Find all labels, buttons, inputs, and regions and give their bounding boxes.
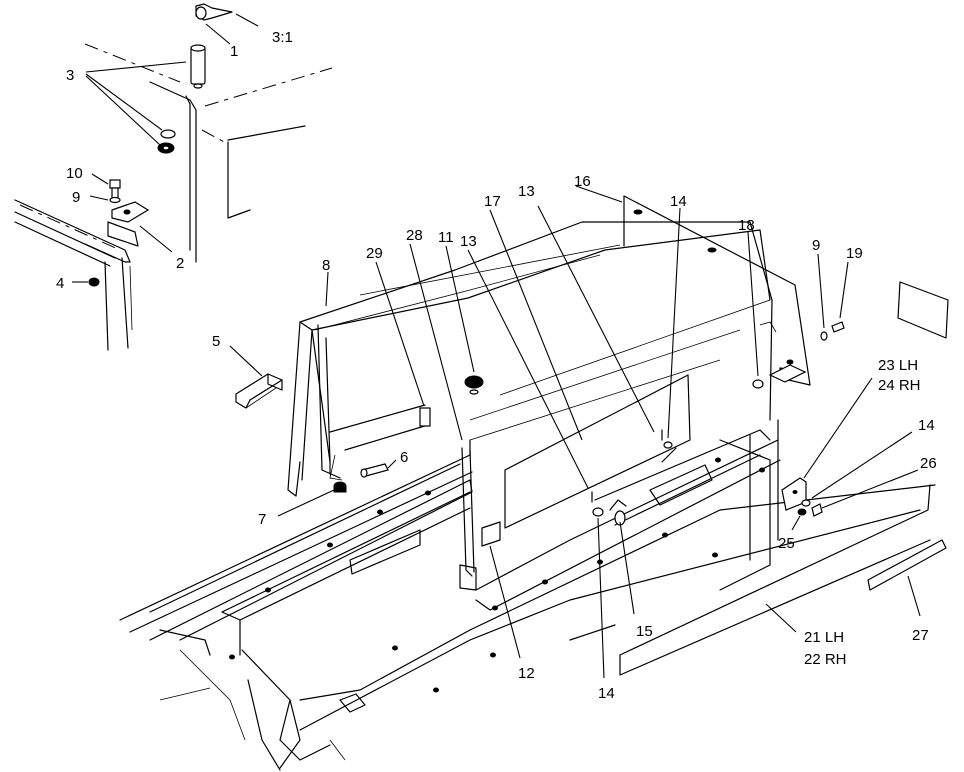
part-4-nut <box>88 277 100 287</box>
part-11-plug <box>464 375 484 395</box>
part-9-washer-right <box>820 331 828 341</box>
part-29-bumper <box>419 407 431 427</box>
decal-panels <box>481 281 949 547</box>
callout-16: 16 <box>574 173 591 190</box>
part-3-washers <box>157 129 176 154</box>
part-18-nut <box>752 379 764 389</box>
part-1-latch-pin <box>190 3 233 89</box>
callout-14-right: 14 <box>918 417 935 434</box>
chassis-frame <box>119 419 936 771</box>
callout-14-top: 14 <box>670 193 687 210</box>
callout-3-1: 3:1 <box>272 29 293 46</box>
callout-9-right: 9 <box>812 237 820 254</box>
callout-14-bottom: 14 <box>598 685 615 702</box>
part-19-bolt <box>831 321 845 333</box>
part-23-24-bracket <box>781 477 807 511</box>
part-8-hood <box>287 221 773 497</box>
part-13-latch-bolt-upper <box>661 429 677 463</box>
part-21-22-side-trim <box>619 484 931 676</box>
callout-28: 28 <box>406 227 423 244</box>
callout-24-rh: 24 RH <box>878 377 921 394</box>
callout-12: 12 <box>518 665 535 682</box>
part-28-seal <box>459 447 477 591</box>
callout-17: 17 <box>484 193 501 210</box>
callout-11: 11 <box>438 229 454 246</box>
callout-5: 5 <box>212 333 220 350</box>
callout-23-lh: 23 LH <box>878 357 918 374</box>
part-15-latch <box>609 499 627 526</box>
callout-9-left: 9 <box>72 189 80 206</box>
callout-2: 2 <box>176 255 184 272</box>
part-9-washer <box>109 196 121 204</box>
callout-8: 8 <box>322 257 330 274</box>
callout-19: 19 <box>846 245 863 262</box>
part-14-nut-lower <box>592 507 604 517</box>
part-14-nut-upper <box>663 441 673 449</box>
callout-13-b: 13 <box>518 183 535 200</box>
callout-4: 4 <box>56 275 64 292</box>
callout-13-a: 13 <box>460 233 477 250</box>
callout-3: 3 <box>66 67 74 84</box>
part-16-rear-panel <box>623 195 811 386</box>
callout-18: 18 <box>738 217 755 234</box>
callout-1: 1 <box>230 43 238 60</box>
callout-27: 27 <box>912 627 929 644</box>
leader-lines <box>72 13 921 679</box>
part-26-bolt <box>811 503 823 517</box>
callout-26: 26 <box>920 455 937 472</box>
callout-6: 6 <box>400 449 408 466</box>
callout-10: 10 <box>66 165 83 182</box>
part-10-bolt <box>109 179 121 199</box>
part-14-washer-right <box>801 499 811 507</box>
callout-labels: 1 3:1 3 10 9 2 4 5 8 29 28 11 13 17 13 1… <box>56 29 937 702</box>
callout-7: 7 <box>258 511 266 528</box>
callout-29: 29 <box>366 245 383 262</box>
callout-25: 25 <box>778 535 795 552</box>
part-2-bracket <box>107 201 150 247</box>
callout-15: 15 <box>636 623 653 640</box>
part-27-decal-strip <box>867 539 947 591</box>
callout-21-lh: 21 LH <box>804 629 844 646</box>
part-6-screw <box>360 463 389 478</box>
part-5-handle <box>235 373 283 409</box>
callout-22-rh: 22 RH <box>804 651 847 668</box>
part-25-nut <box>797 508 807 516</box>
inset-hood-corner <box>14 43 333 351</box>
part-7-knob <box>333 481 347 493</box>
